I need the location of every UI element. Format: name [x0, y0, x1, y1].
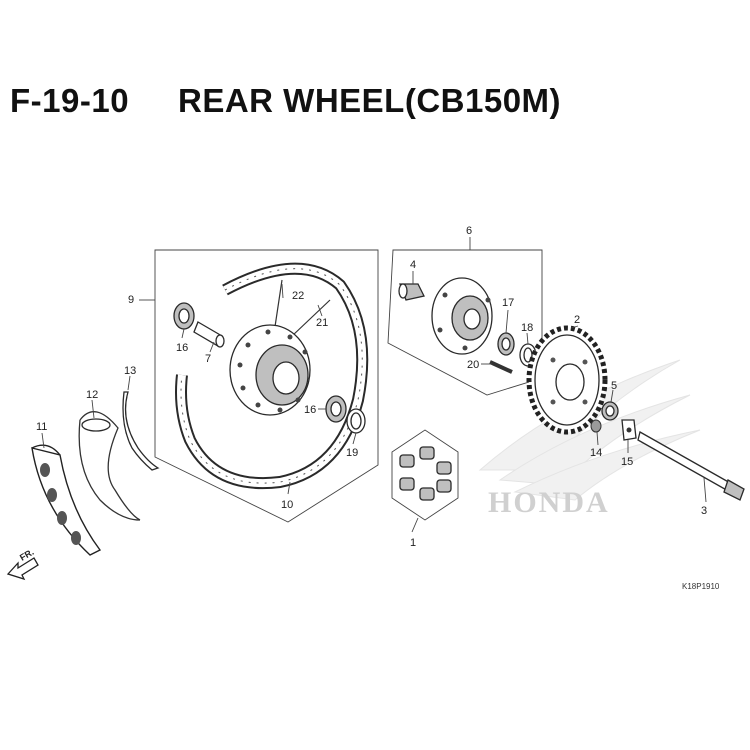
- callout-5: 5: [611, 380, 617, 392]
- axle-3: [637, 431, 745, 501]
- callout-3: 3: [701, 505, 707, 517]
- flange-6: [431, 277, 493, 355]
- seal-19: [346, 408, 366, 434]
- leader-lines: [41, 237, 707, 533]
- collar-7: [193, 321, 225, 348]
- callout-10: 10: [281, 499, 293, 511]
- callout-19: 19: [346, 447, 358, 459]
- collar-4: [398, 283, 425, 301]
- collar-5: [601, 401, 619, 421]
- callout-6: 6: [466, 225, 472, 237]
- figure-title: REAR WHEEL(CB150M): [178, 82, 562, 119]
- callout-14: 14: [590, 447, 602, 459]
- tire-11: [31, 444, 102, 556]
- figure-header: F-19-10 REAR WHEEL(CB150M): [10, 82, 740, 132]
- callout-20: 20: [467, 359, 479, 371]
- figure-number: F-19-10: [10, 82, 130, 119]
- callout-13: 13: [124, 365, 136, 377]
- callout-1: 1: [410, 537, 416, 549]
- watermark-text: HONDA: [488, 486, 610, 519]
- diagram-code: K18P1910: [682, 582, 720, 591]
- callout-21: 21: [316, 317, 328, 329]
- bearing-17: [497, 332, 515, 356]
- plate-15: [621, 419, 637, 441]
- rim-band-13: [122, 391, 160, 471]
- bearing-16-upper: [173, 302, 195, 330]
- callout-9: 9: [128, 294, 134, 306]
- callout-17: 17: [502, 297, 514, 309]
- sprocket-2: [526, 325, 608, 435]
- callout-11: 11: [36, 421, 47, 433]
- front-direction-arrow: FR.: [6, 547, 39, 581]
- callout-18: 18: [521, 322, 533, 334]
- rim-part: [175, 262, 369, 489]
- flange-assembly-frame: [387, 249, 543, 396]
- callout-4: 4: [410, 259, 416, 271]
- callout-16-upper: 16: [176, 342, 188, 354]
- callout-12: 12: [86, 389, 98, 401]
- callout-15: 15: [621, 456, 633, 468]
- hub-part: [229, 324, 311, 416]
- bearing-16-lower: [325, 395, 347, 423]
- tube-12: [78, 411, 141, 521]
- stud-20: [489, 360, 513, 374]
- nut-14: [590, 419, 602, 433]
- callout-2: 2: [574, 314, 580, 326]
- damper-1: [391, 429, 459, 521]
- callout-7: 7: [205, 353, 211, 365]
- callout-16-lower: 16: [304, 404, 316, 416]
- wheel-assembly-frame: [154, 249, 379, 523]
- callout-22: 22: [292, 290, 304, 302]
